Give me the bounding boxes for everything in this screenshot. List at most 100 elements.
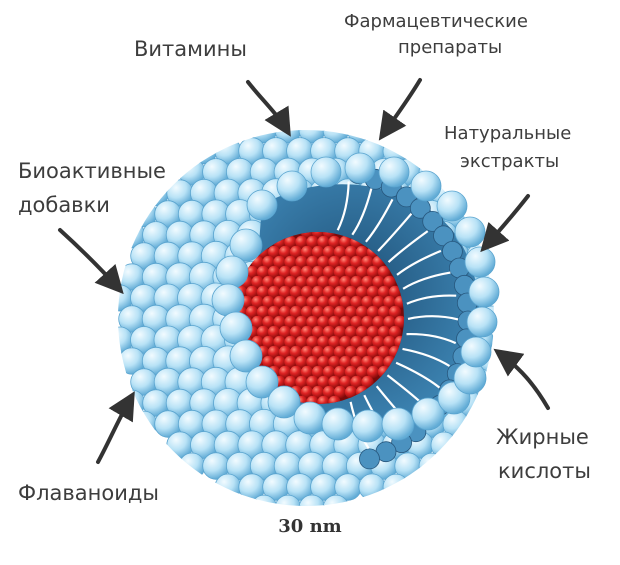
lipid-tail xyxy=(365,198,394,243)
blue-sphere xyxy=(418,452,446,480)
red-sphere xyxy=(306,315,319,329)
red-sphere xyxy=(245,285,259,299)
red-sphere xyxy=(267,265,281,279)
red-sphere xyxy=(333,285,347,299)
red-sphere xyxy=(317,255,330,269)
red-sphere xyxy=(377,265,391,279)
red-sphere xyxy=(295,355,308,369)
red-sphere xyxy=(361,355,374,369)
red-sphere xyxy=(344,325,358,339)
rim-sphere xyxy=(381,407,415,441)
arrow-pharma-icon xyxy=(378,78,422,141)
red-sphere xyxy=(322,265,336,279)
label-fatty-line2: кислоты xyxy=(498,459,591,483)
red-sphere xyxy=(344,385,358,399)
red-sphere xyxy=(350,355,363,369)
red-sphere xyxy=(377,345,391,359)
label-flavonoids: Флаваноиды xyxy=(18,481,159,505)
arrow-flavonoids-icon xyxy=(96,391,135,464)
rim-sphere xyxy=(464,246,496,278)
red-sphere xyxy=(289,285,303,299)
red-sphere xyxy=(262,255,275,269)
interior-sphere xyxy=(359,448,380,470)
lipid-tail xyxy=(406,332,457,345)
red-sphere xyxy=(328,315,341,329)
red-sphere xyxy=(383,295,396,309)
red-sphere xyxy=(267,305,281,319)
red-sphere xyxy=(355,325,369,339)
red-sphere xyxy=(383,315,396,329)
red-sphere xyxy=(295,295,308,309)
red-sphere xyxy=(278,285,292,299)
red-sphere xyxy=(333,365,347,379)
red-sphere xyxy=(339,295,352,309)
red-sphere xyxy=(350,375,363,389)
red-sphere xyxy=(289,265,303,279)
red-sphere xyxy=(295,335,308,349)
red-sphere xyxy=(300,325,314,339)
red-sphere xyxy=(339,335,352,349)
red-sphere xyxy=(289,245,303,259)
red-sphere xyxy=(383,335,396,349)
red-sphere xyxy=(295,275,308,289)
red-sphere xyxy=(284,295,297,309)
red-sphere xyxy=(366,365,380,379)
red-sphere xyxy=(256,305,270,319)
red-sphere xyxy=(317,295,330,309)
red-sphere xyxy=(372,275,385,289)
rim-sphere xyxy=(293,401,327,435)
red-sphere xyxy=(306,255,319,269)
red-sphere xyxy=(300,345,314,359)
red-sphere xyxy=(262,315,275,329)
red-sphere xyxy=(339,375,352,389)
red-sphere xyxy=(344,305,358,319)
red-sphere xyxy=(339,235,352,249)
red-sphere xyxy=(333,325,347,339)
red-sphere xyxy=(267,245,281,259)
red-sphere xyxy=(278,265,292,279)
rim-sphere xyxy=(466,306,498,338)
red-sphere xyxy=(262,335,275,349)
red-sphere xyxy=(322,325,336,339)
red-sphere xyxy=(306,295,319,309)
red-sphere xyxy=(328,355,341,369)
red-sphere xyxy=(256,265,270,279)
red-sphere xyxy=(295,255,308,269)
red-sphere xyxy=(300,245,314,259)
red-sphere xyxy=(328,335,341,349)
blue-sphere xyxy=(358,473,386,501)
red-sphere xyxy=(317,355,330,369)
rim-sphere xyxy=(411,397,445,431)
red-sphere xyxy=(300,285,314,299)
red-sphere xyxy=(300,305,314,319)
red-sphere xyxy=(273,275,286,289)
lipid-tail xyxy=(395,361,441,389)
red-sphere xyxy=(317,275,330,289)
red-sphere xyxy=(377,305,391,319)
lipid-tail xyxy=(396,249,442,276)
scale-label: 30 nm xyxy=(278,516,342,537)
blue-sphere xyxy=(298,130,326,144)
rim-sphere xyxy=(246,189,278,221)
red-sphere xyxy=(344,245,358,259)
red-sphere xyxy=(394,315,404,329)
blue-sphere xyxy=(298,494,326,506)
red-sphere xyxy=(295,375,308,389)
red-sphere xyxy=(383,275,396,289)
red-sphere xyxy=(361,335,374,349)
lipid-tail xyxy=(407,315,459,321)
red-sphere xyxy=(355,265,369,279)
rim-sphere xyxy=(245,365,279,399)
rim-sphere xyxy=(321,407,355,441)
red-sphere xyxy=(262,275,275,289)
red-sphere xyxy=(372,295,385,309)
red-sphere xyxy=(284,255,297,269)
red-sphere xyxy=(344,345,358,359)
red-sphere xyxy=(311,285,325,299)
lipid-tail xyxy=(377,212,413,252)
red-sphere xyxy=(361,255,374,269)
red-sphere xyxy=(289,305,303,319)
red-sphere xyxy=(273,295,286,309)
red-core xyxy=(232,232,404,404)
red-sphere xyxy=(317,235,330,249)
